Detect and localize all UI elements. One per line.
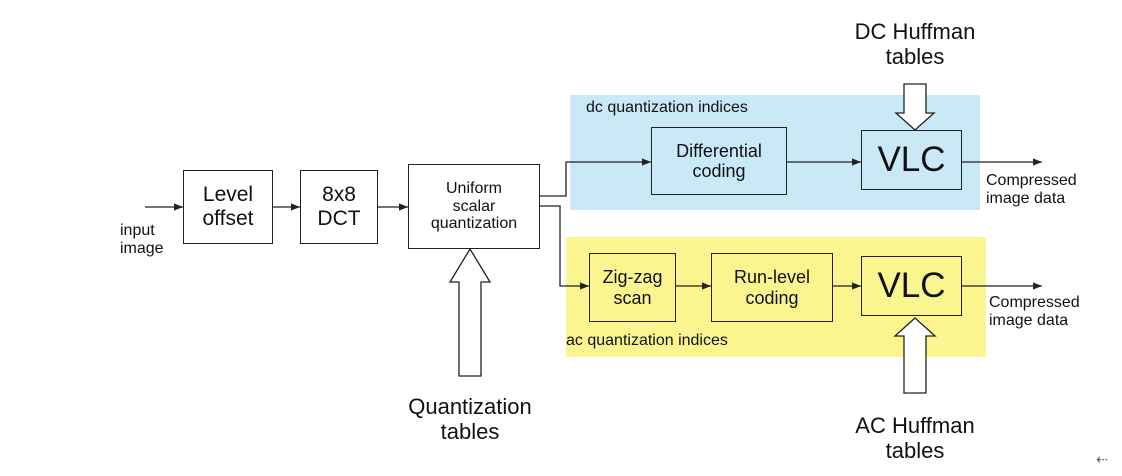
dc-huffman-hollow-arrow <box>894 83 936 131</box>
dc-huffman-label: DC Huffman tables <box>854 19 976 69</box>
arrow-quant-to-zigzag <box>540 205 589 290</box>
ac-huffman-hollow-arrow <box>893 317 937 394</box>
level-offset-block: Level offset <box>183 170 273 244</box>
differential-coding-block: Differential coding <box>651 127 787 195</box>
zigzag-scan-block: Zig-zag scan <box>589 253 676 322</box>
quantization-tables-hollow-arrow <box>448 247 492 377</box>
corner-arrow-icon: ⇠ <box>1096 451 1108 467</box>
ac-huffman-label: AC Huffman tables <box>855 413 975 463</box>
vlc-dc-block: VLC <box>861 130 962 190</box>
arrow-quant-to-differential <box>540 158 651 197</box>
dct-block: 8x8 DCT <box>300 170 378 244</box>
ac-indices-label: ac quantization indices <box>566 332 728 349</box>
vlc-ac-block: VLC <box>861 256 962 316</box>
ac-output-label: Compressed image data <box>989 294 1080 329</box>
dc-indices-label: dc quantization indices <box>586 99 748 116</box>
quantizer-block: Uniform scalar quantization <box>408 164 540 249</box>
dc-output-label: Compressed image data <box>986 172 1077 207</box>
quantization-tables-label: Quantization tables <box>408 394 532 444</box>
input-image-label: input image <box>120 222 164 257</box>
run-level-coding-block: Run-level coding <box>711 253 833 322</box>
